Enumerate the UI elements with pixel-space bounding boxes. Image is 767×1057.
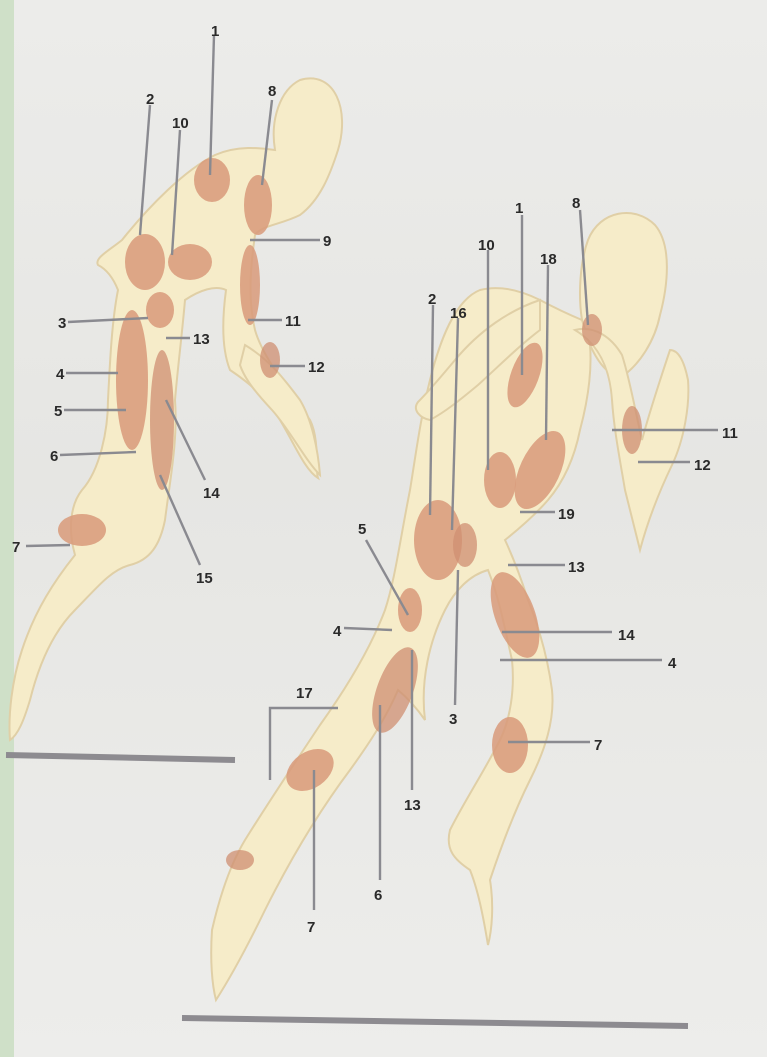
right-label-18: 18 <box>540 251 557 268</box>
right-front-calf-muscle <box>492 717 528 773</box>
right-label-11: 11 <box>722 425 738 442</box>
left-label-14: 14 <box>203 485 220 502</box>
left-label-10: 10 <box>172 115 189 132</box>
left-trapezius-muscle <box>244 175 272 235</box>
right-label-13b: 13 <box>404 797 421 814</box>
left-label-6: 6 <box>50 448 58 465</box>
right-label-1: 1 <box>515 200 523 217</box>
left-label-3: 3 <box>58 315 66 332</box>
left-calf-muscle <box>58 514 106 546</box>
right-label-19: 19 <box>558 506 575 523</box>
right-label-8: 8 <box>572 195 580 212</box>
left-leader-7 <box>26 545 70 546</box>
left-triceps-muscle <box>240 245 260 325</box>
right-ground-line <box>182 1018 688 1026</box>
right-label-10: 10 <box>478 237 495 254</box>
left-label-7: 7 <box>12 539 20 556</box>
right-head <box>580 213 667 378</box>
left-hip-muscle <box>146 292 174 328</box>
right-label-14: 14 <box>618 627 635 644</box>
right-label-4a: 4 <box>333 623 342 640</box>
left-label-11: 11 <box>285 313 301 330</box>
left-label-1: 1 <box>211 23 219 40</box>
left-label-15: 15 <box>196 570 213 587</box>
right-label-3: 3 <box>449 711 457 728</box>
right-label-5: 5 <box>358 521 366 538</box>
right-hamstring-muscle <box>398 588 422 632</box>
left-gluteus-muscle <box>125 234 165 290</box>
right-label-2: 2 <box>428 291 436 308</box>
left-deltoid-muscle <box>194 158 230 202</box>
left-thigh-muscle <box>150 350 174 490</box>
right-label-16: 16 <box>450 305 467 322</box>
right-label-4b: 4 <box>668 655 677 672</box>
right-label-6: 6 <box>374 887 382 904</box>
right-label-12: 12 <box>694 457 711 474</box>
right-neck-muscle <box>582 314 602 346</box>
left-forearm-muscle <box>260 342 280 378</box>
right-label-7b: 7 <box>307 919 315 936</box>
left-runner-figure: 1 2 10 8 9 3 13 11 12 4 5 6 14 7 15 <box>6 23 342 760</box>
left-label-2: 2 <box>146 91 154 108</box>
left-label-8: 8 <box>268 83 276 100</box>
left-ground-line <box>6 755 235 760</box>
left-label-12: 12 <box>308 359 325 376</box>
right-hip-muscle <box>453 523 477 567</box>
right-label-13a: 13 <box>568 559 585 576</box>
left-label-9: 9 <box>323 233 331 250</box>
left-label-5: 5 <box>54 403 62 420</box>
left-leader-1 <box>210 35 214 175</box>
right-label-7a: 7 <box>594 737 602 754</box>
left-hamstring-muscle <box>116 310 148 450</box>
left-lat-muscle <box>168 244 212 280</box>
right-label-17: 17 <box>296 685 313 702</box>
left-label-13: 13 <box>193 331 210 348</box>
right-foot-muscle <box>226 850 254 870</box>
left-label-4: 4 <box>56 366 65 383</box>
